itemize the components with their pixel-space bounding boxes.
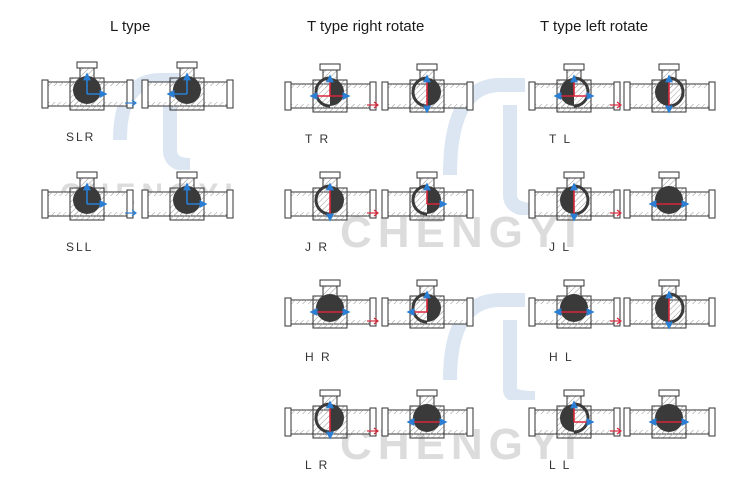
valve-hl-before [527,278,622,338]
valve-tl-before [527,62,622,122]
title-t-type-left-rotate: T type left rotate [540,18,649,35]
transition-arrow-icon-hl [609,313,623,325]
transition-arrow-icon-slr [124,95,138,107]
transition-arrow-icon-tr [366,97,380,109]
valve-hr-after [380,278,475,338]
valve-ll-after [622,388,717,448]
valve-sll-before [40,170,135,230]
valve-tl-after [622,62,717,122]
valve-ll-before [527,388,622,448]
valve-tr-before [283,62,378,122]
code-lr: L R [305,458,330,472]
valve-jl-after [622,170,717,230]
valve-lr-after [380,388,475,448]
code-hl: H L [549,350,574,364]
transition-arrow-icon-hr [366,313,380,325]
code-slr: SLR [66,130,96,144]
valve-jr-after [380,170,475,230]
code-jr: J R [305,240,329,254]
title-t-type-right-rotate: T type right rotate [307,18,425,35]
valve-slr-before [40,60,135,120]
code-hr: H R [305,350,332,364]
valve-tr-after [380,62,475,122]
code-sll: SLL [66,240,94,254]
transition-arrow-icon-sll [124,205,138,217]
transition-arrow-icon-jr [366,205,380,217]
valve-sll-after [140,170,235,230]
valve-hr-before [283,278,378,338]
transition-arrow-icon-tl [609,97,623,109]
valve-jr-before [283,170,378,230]
code-ll: L L [549,458,572,472]
code-tl: T L [549,132,573,146]
valve-jl-before [527,170,622,230]
code-tr: T R [305,132,331,146]
valve-slr-after [140,60,235,120]
title-l-type: L type [110,18,151,35]
code-jl: J L [549,240,572,254]
transition-arrow-icon-ll [609,423,623,435]
transition-arrow-icon-jl [609,205,623,217]
valve-lr-before [283,388,378,448]
valve-hl-after [622,278,717,338]
transition-arrow-icon-lr [366,423,380,435]
